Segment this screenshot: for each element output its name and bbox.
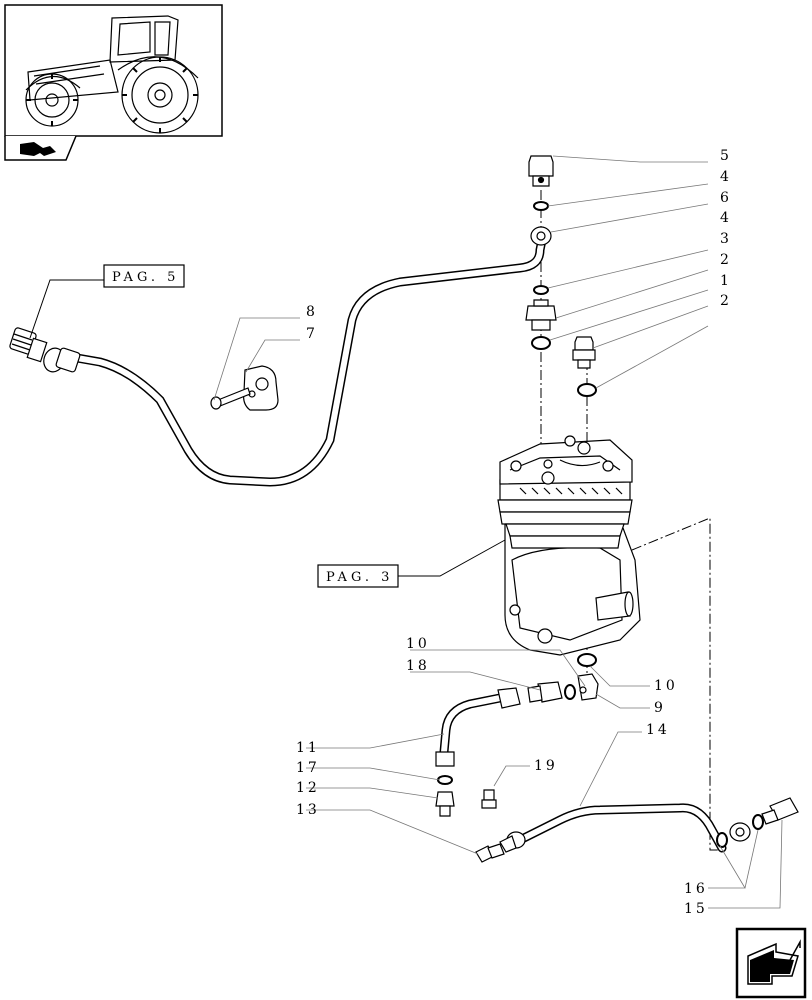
callout-14: 14 [646, 722, 670, 738]
washer-2b [577, 383, 597, 397]
pipe-11 [439, 693, 505, 757]
air-compressor [497, 435, 641, 656]
banjo-fitting-6 [530, 226, 552, 246]
pipe-clip-bracket [243, 365, 279, 411]
plug-13 [475, 843, 505, 863]
clip-bolt [210, 387, 251, 410]
next-page-arrow-icon[interactable] [735, 927, 807, 999]
banjo-bolt-top [528, 155, 554, 187]
section-book-icon [4, 135, 77, 161]
washer-10-left [564, 684, 576, 700]
pipe-11-nut-top [497, 687, 521, 709]
callout-7: 7 [306, 326, 318, 342]
callout-9: 9 [654, 700, 666, 716]
callout-4-upper: 4 [720, 169, 732, 185]
callout-10-right: 10 [654, 678, 678, 694]
callout-17: 17 [296, 760, 320, 776]
page-ref-pag3-box[interactable]: PAG. 3 [317, 564, 399, 588]
callout-19: 19 [534, 758, 558, 774]
callout-3: 3 [720, 231, 732, 247]
banjo-fitting-14-right [729, 822, 751, 842]
pipe-14 [515, 803, 727, 853]
callout-2-upper: 2 [720, 252, 732, 268]
callout-1: 1 [720, 273, 732, 289]
callout-4-lower: 4 [720, 210, 732, 226]
callout-6: 6 [720, 190, 732, 206]
washer-17 [437, 775, 453, 785]
pipe-14-nut-left [499, 831, 526, 853]
page-ref-pag3-leader [398, 539, 506, 577]
fitting-left-connector [9, 327, 81, 373]
callout-12: 12 [296, 780, 320, 796]
union-adapter-3 [525, 299, 557, 331]
page-ref-pag5-box[interactable]: PAG. 5 [103, 264, 185, 288]
washer-10-right [577, 653, 597, 667]
callout-18: 18 [406, 658, 430, 674]
plug-1 [572, 336, 596, 369]
tractor-thumbnail-icon [4, 4, 223, 137]
washer-2a [531, 336, 551, 350]
pipe-11-nut-bottom [435, 751, 455, 767]
callout-8: 8 [306, 304, 318, 320]
callout-labels: 5 4 6 4 3 2 1 2 8 7 10 18 10 9 14 11 17 … [296, 148, 732, 917]
elbow-fitting-9 [577, 673, 599, 701]
callout-11: 11 [296, 740, 320, 756]
callout-10-left: 10 [406, 636, 430, 652]
adapter-19 [481, 789, 497, 809]
pipe-main [55, 235, 547, 487]
page-ref-pag5[interactable]: PAG. 5 [112, 270, 179, 285]
callout-16: 16 [684, 881, 708, 897]
adapter-12 [435, 791, 455, 817]
washer-lower-4 [533, 285, 549, 295]
union-18 [527, 681, 563, 703]
callout-15: 15 [684, 901, 708, 917]
page-ref-pag3[interactable]: PAG. 3 [326, 570, 393, 585]
banjo-bolt-15 [761, 797, 799, 825]
washer-16-right [752, 814, 764, 830]
callout-2-lower: 2 [720, 293, 732, 309]
washer-16-left [716, 832, 728, 848]
callout-5: 5 [720, 148, 732, 164]
washer-top-4 [533, 201, 549, 211]
centerline-outlet [631, 517, 722, 851]
leader-lines [213, 155, 783, 909]
page-ref-pag5-leader [29, 279, 104, 339]
callout-13: 13 [296, 802, 320, 818]
